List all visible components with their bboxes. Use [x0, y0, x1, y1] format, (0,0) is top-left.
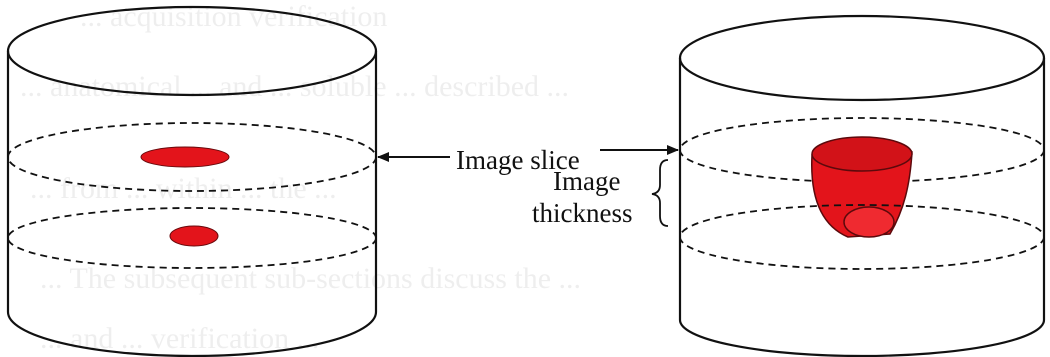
left-cylinder: [6, 5, 378, 357]
right-cylinder: [678, 14, 1046, 357]
left-cylinder-bottom-rim: [6, 311, 378, 357]
image-slice-label: Image slice: [456, 145, 580, 175]
image-thickness-label-line1: Image: [553, 166, 620, 196]
right-cylinder-top-rim: [678, 14, 1046, 102]
left-lower-slice-plane: [7, 207, 377, 269]
image-thickness-label-line2: thickness: [532, 198, 633, 228]
red-3d-object: [811, 136, 913, 238]
left-lower-cross-section: [169, 225, 219, 247]
left-upper-cross-section: [140, 146, 230, 168]
right-upper-slice-plane: [679, 117, 1045, 183]
thickness-brace: [651, 159, 669, 227]
right-cylinder-bottom-rim: [678, 319, 1046, 357]
right-lower-slice-plane: [679, 204, 1045, 270]
left-cylinder-top-rim: [6, 5, 378, 97]
left-upper-slice-plane: [7, 122, 377, 192]
